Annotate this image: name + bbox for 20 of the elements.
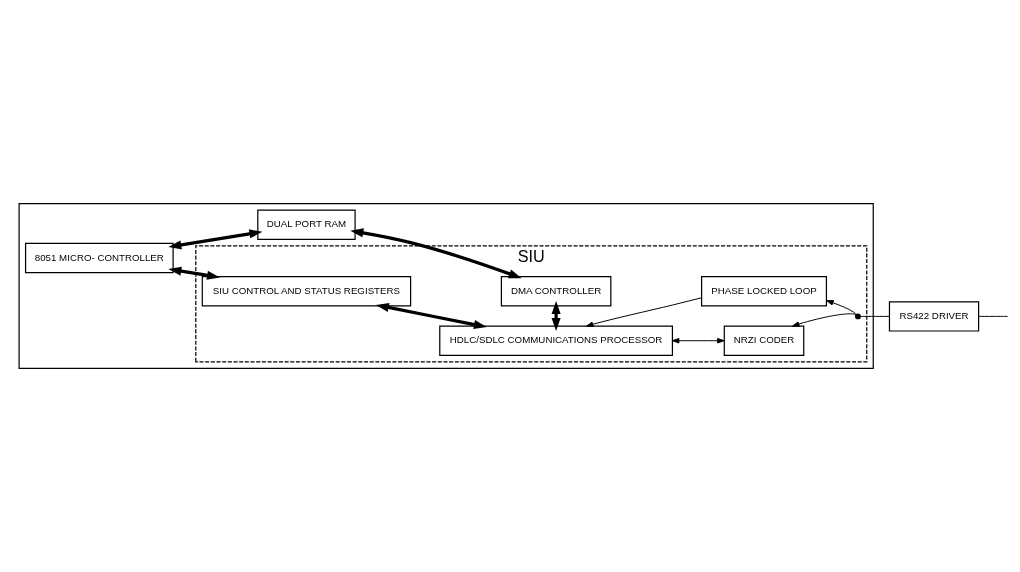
arrow	[167, 229, 262, 250]
node-box: NRZI CODER	[723, 325, 804, 356]
node-box: DUAL PORT RAM	[256, 209, 356, 240]
arrow	[825, 300, 857, 316]
node-box: DMA CONTROLLER	[500, 276, 611, 307]
connector	[859, 315, 890, 317]
node-box: 8051 MICRO- CONTROLLER	[24, 242, 174, 274]
connector	[977, 315, 1008, 317]
arrow	[167, 266, 220, 280]
arrow	[671, 337, 725, 344]
arrow	[791, 313, 856, 327]
node-box: HDLC/SDLC COMMUNICATIONS PROCESSOR	[438, 325, 673, 356]
arrow	[349, 228, 522, 279]
node-circle	[854, 313, 861, 320]
arrow	[585, 297, 702, 327]
node-box: SIU CONTROL AND STATUS REGISTERS	[201, 276, 411, 307]
cluster	[18, 203, 874, 369]
arrow	[375, 303, 487, 329]
node-box: PHASE LOCKED LOOP	[700, 276, 827, 307]
node-box: RS422 DRIVER	[888, 301, 979, 332]
